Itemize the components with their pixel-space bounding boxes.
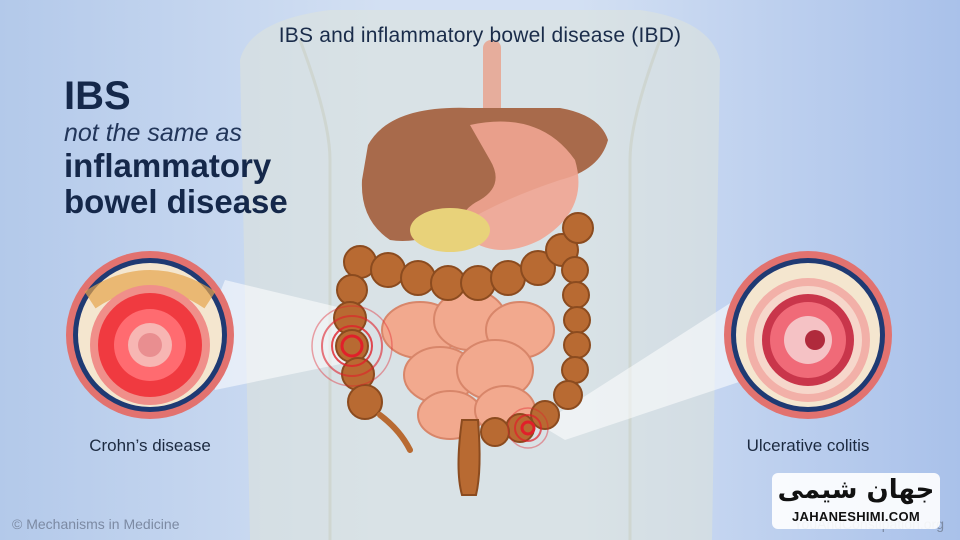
crohns-cross-section-inset — [66, 251, 234, 419]
pancreas — [410, 208, 490, 252]
ulcerative-colitis-cross-section-inset — [724, 251, 892, 419]
credit-left: © Mechanisms in Medicine — [12, 516, 180, 532]
figure-title: IBS and inflammatory bowel disease (IBD) — [278, 24, 682, 47]
watermark-latin: JAHANESHIMI.COM — [791, 509, 920, 524]
headline: IBS not the same as inflammatory bowel d… — [64, 74, 288, 220]
headline-not-same: not the same as — [64, 119, 242, 147]
stomach — [462, 121, 579, 251]
headline-bowel-disease: bowel disease — [64, 183, 288, 220]
left-callout-beam — [215, 280, 360, 390]
colon — [333, 212, 594, 447]
headline-inflammatory: inflammatory — [64, 147, 272, 184]
esophagus — [483, 40, 501, 130]
colitis-label: Ulcerative colitis — [746, 436, 870, 455]
watermark-logo: جهان شیمی JAHANESHIMI.COM — [772, 473, 940, 529]
crohns-label: Crohn’s disease — [89, 436, 211, 455]
watermark-persian: جهان شیمی — [777, 475, 935, 505]
rectum — [457, 419, 481, 496]
appendix — [377, 412, 413, 453]
crohns-inflammation-site — [311, 305, 393, 387]
colitis-inflammation-site — [507, 407, 549, 449]
right-callout-beam — [540, 300, 745, 440]
small-intestine — [381, 289, 555, 440]
headline-ibs: IBS — [64, 74, 131, 118]
